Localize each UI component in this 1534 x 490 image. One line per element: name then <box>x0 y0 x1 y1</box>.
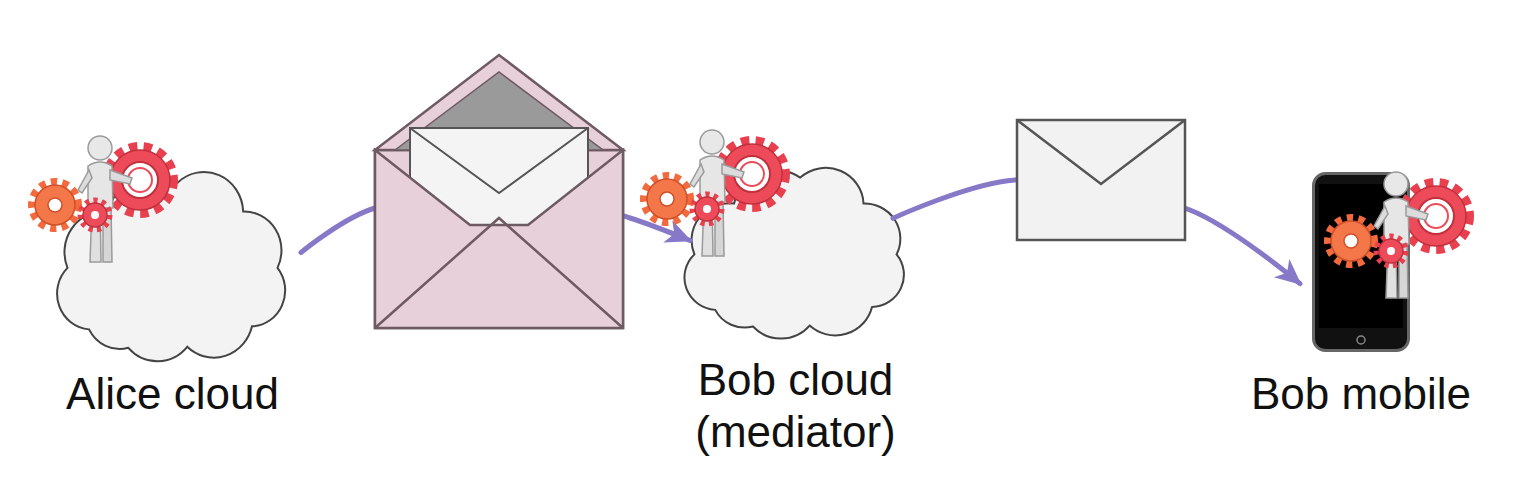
node-label: Bob cloud (mediator) <box>671 354 921 458</box>
mobile-device: Bob mobile <box>1312 172 1410 424</box>
cloud-outline <box>40 150 305 355</box>
cloud-shape <box>684 168 903 339</box>
cloud-outline <box>668 148 923 333</box>
cloud-shape <box>57 172 285 361</box>
plain-envelope <box>1017 120 1185 240</box>
phone-body <box>1314 174 1409 351</box>
encrypted-envelope <box>375 55 623 328</box>
phone-outline <box>1312 172 1410 352</box>
cloud-node: Bob cloud (mediator) <box>668 148 923 462</box>
node-label: Alice cloud <box>23 368 323 420</box>
home-button <box>1357 336 1365 344</box>
node-label: Bob mobile <box>1226 368 1496 420</box>
cloud-node: Alice cloud <box>40 150 305 424</box>
phone-screen <box>1319 184 1403 328</box>
